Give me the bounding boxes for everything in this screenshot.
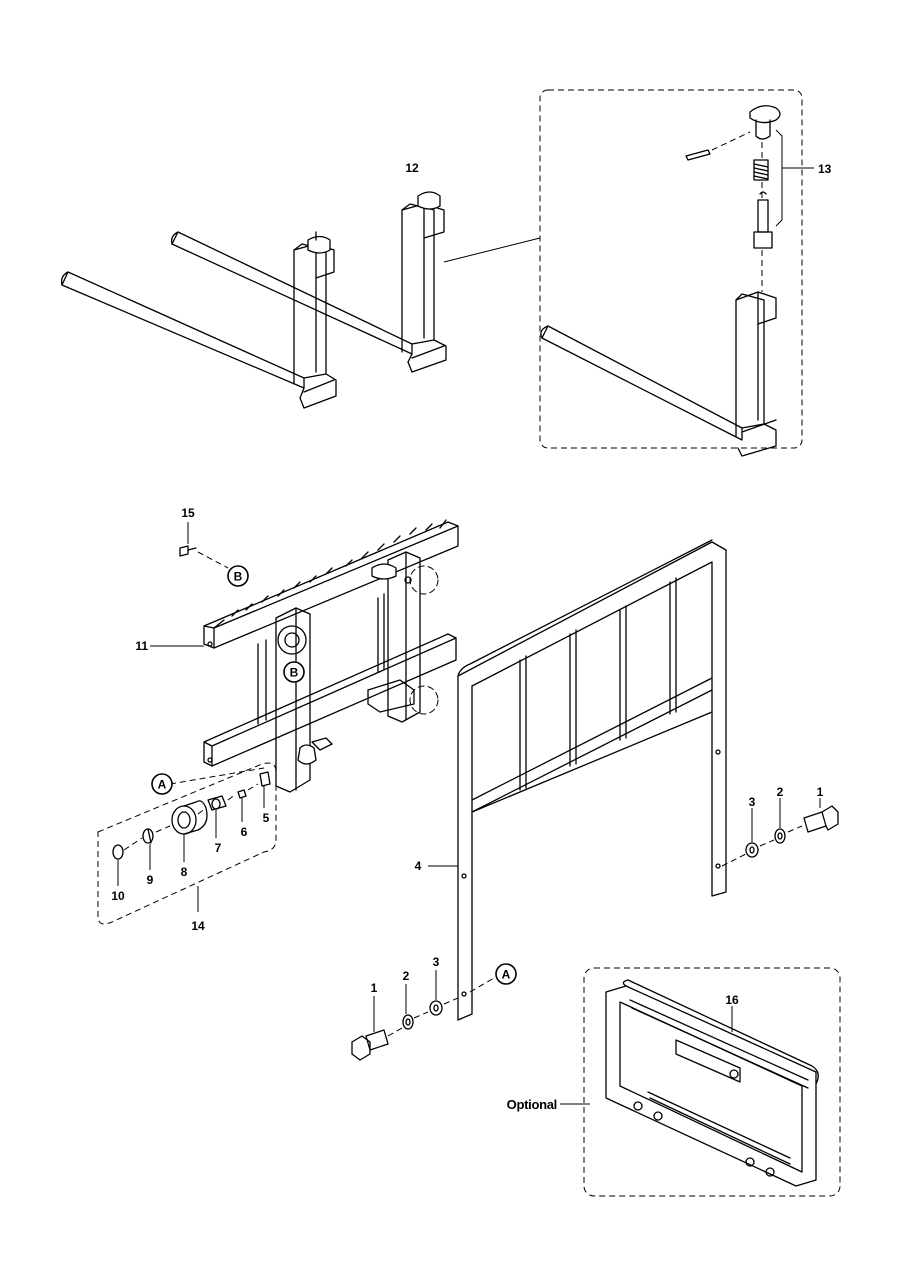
svg-text:A: A: [502, 968, 511, 982]
bolt-15: [179, 545, 197, 557]
label-7: 7: [215, 841, 222, 855]
load-backrest: [457, 539, 727, 1021]
label-15: 15: [181, 506, 195, 520]
carriage-frame: [203, 519, 459, 793]
svg-text:A: A: [158, 778, 167, 792]
fork-detail: [540, 291, 777, 457]
callout-A-carriage: A: [151, 773, 173, 795]
label-1-left: 1: [371, 981, 378, 995]
label-16: 16: [725, 993, 739, 1007]
label-1-right: 1: [817, 785, 824, 799]
optional-sideshifter-box: [560, 967, 841, 1197]
callout-B-bolt: B: [227, 565, 249, 587]
label-9: 9: [147, 873, 154, 887]
label-3-left: 3: [433, 955, 440, 969]
callout-B-carriage: B: [283, 661, 305, 683]
svg-text:B: B: [290, 666, 299, 680]
label-2-left: 2: [403, 969, 410, 983]
label-12: 12: [405, 161, 419, 175]
label-11: 11: [135, 639, 148, 653]
roller-kit: [97, 762, 277, 925]
bolt-1-right: [803, 805, 839, 833]
label-14: 14: [191, 919, 205, 933]
fork-pair: [60, 191, 541, 409]
label-13: 13: [818, 162, 832, 176]
fork-right: [170, 191, 447, 373]
label-optional: Optional: [507, 1097, 557, 1112]
fork-pin-detail-box: [539, 89, 814, 457]
label-2-right: 2: [777, 785, 784, 799]
fork-left: [60, 231, 337, 409]
label-8: 8: [181, 865, 188, 879]
washer-3-left: [429, 1000, 443, 1016]
stopper-pin-assembly: [685, 105, 781, 249]
svg-text:B: B: [234, 570, 243, 584]
label-6: 6: [241, 825, 248, 839]
label-4: 4: [415, 859, 422, 873]
label-10: 10: [111, 889, 125, 903]
washer-3-right: [745, 842, 759, 858]
washer-2-left: [402, 1014, 414, 1030]
bolt-1-left: [351, 1029, 389, 1061]
part-labels: 12 13 15 11 5 6 7 8 9 10 14 4 1 2 3 1 2 …: [111, 161, 831, 1112]
washer-2-right: [774, 828, 786, 844]
label-3-right: 3: [749, 795, 756, 809]
label-5: 5: [263, 811, 270, 825]
callout-A-backrest: A: [495, 963, 517, 985]
